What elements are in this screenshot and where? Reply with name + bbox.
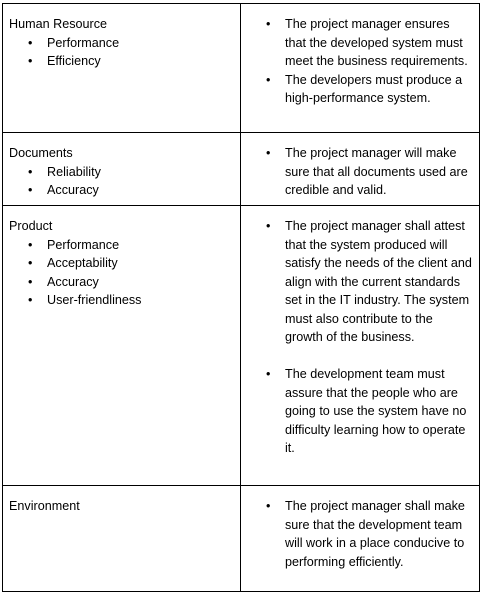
category-title: Human Resource (9, 17, 107, 31)
notes-cell: The project manager will make sure that … (240, 132, 480, 206)
attribute-list: Performance Acceptability Accuracy User-… (9, 236, 236, 310)
list-item: The development team must assure that th… (266, 365, 473, 458)
list-item: Accuracy (28, 181, 236, 200)
notes-cell: The project manager ensures that the dev… (240, 3, 480, 133)
attribute-list: Reliability Accuracy (9, 163, 236, 200)
list-item: The project manager shall attest that th… (266, 217, 473, 347)
table-row: Product Performance Acceptability Accura… (2, 205, 480, 486)
list-item: The developers must produce a high-perfo… (266, 71, 473, 108)
category-cell: Documents Reliability Accuracy (2, 132, 241, 206)
notes-cell: The project manager shall make sure that… (240, 485, 480, 592)
list-item: The project manager will make sure that … (266, 144, 473, 200)
table-row: Human Resource Performance Efficiency Th… (2, 3, 480, 133)
list-item: Performance (28, 236, 236, 255)
table-row: Documents Reliability Accuracy The proje… (2, 132, 480, 206)
category-title: Environment (9, 499, 80, 513)
list-item: Efficiency (28, 52, 236, 71)
category-cell: Human Resource Performance Efficiency (2, 3, 241, 133)
text-cursor (479, 217, 480, 235)
list-item: Performance (28, 34, 236, 53)
category-title: Documents (9, 146, 73, 160)
category-cell: Product Performance Acceptability Accura… (2, 205, 241, 486)
quality-table: Human Resource Performance Efficiency Th… (2, 3, 480, 592)
notes-list: The project manager will make sure that … (247, 144, 473, 200)
attribute-list: Performance Efficiency (9, 34, 236, 71)
table-row: Environment The project manager shall ma… (2, 485, 480, 592)
notes-list: The project manager shall make sure that… (247, 497, 473, 571)
list-item: User-friendliness (28, 291, 236, 310)
list-item: The project manager shall make sure that… (266, 497, 473, 571)
list-item: The project manager ensures that the dev… (266, 15, 473, 71)
notes-cell: The project manager shall attest that th… (240, 205, 480, 486)
category-title: Product (9, 219, 53, 233)
list-item: Acceptability (28, 254, 236, 273)
notes-list: The project manager shall attest that th… (247, 217, 473, 458)
list-item: Reliability (28, 163, 236, 182)
category-cell: Environment (2, 485, 241, 592)
list-item: Accuracy (28, 273, 236, 292)
notes-list: The project manager ensures that the dev… (247, 15, 473, 108)
